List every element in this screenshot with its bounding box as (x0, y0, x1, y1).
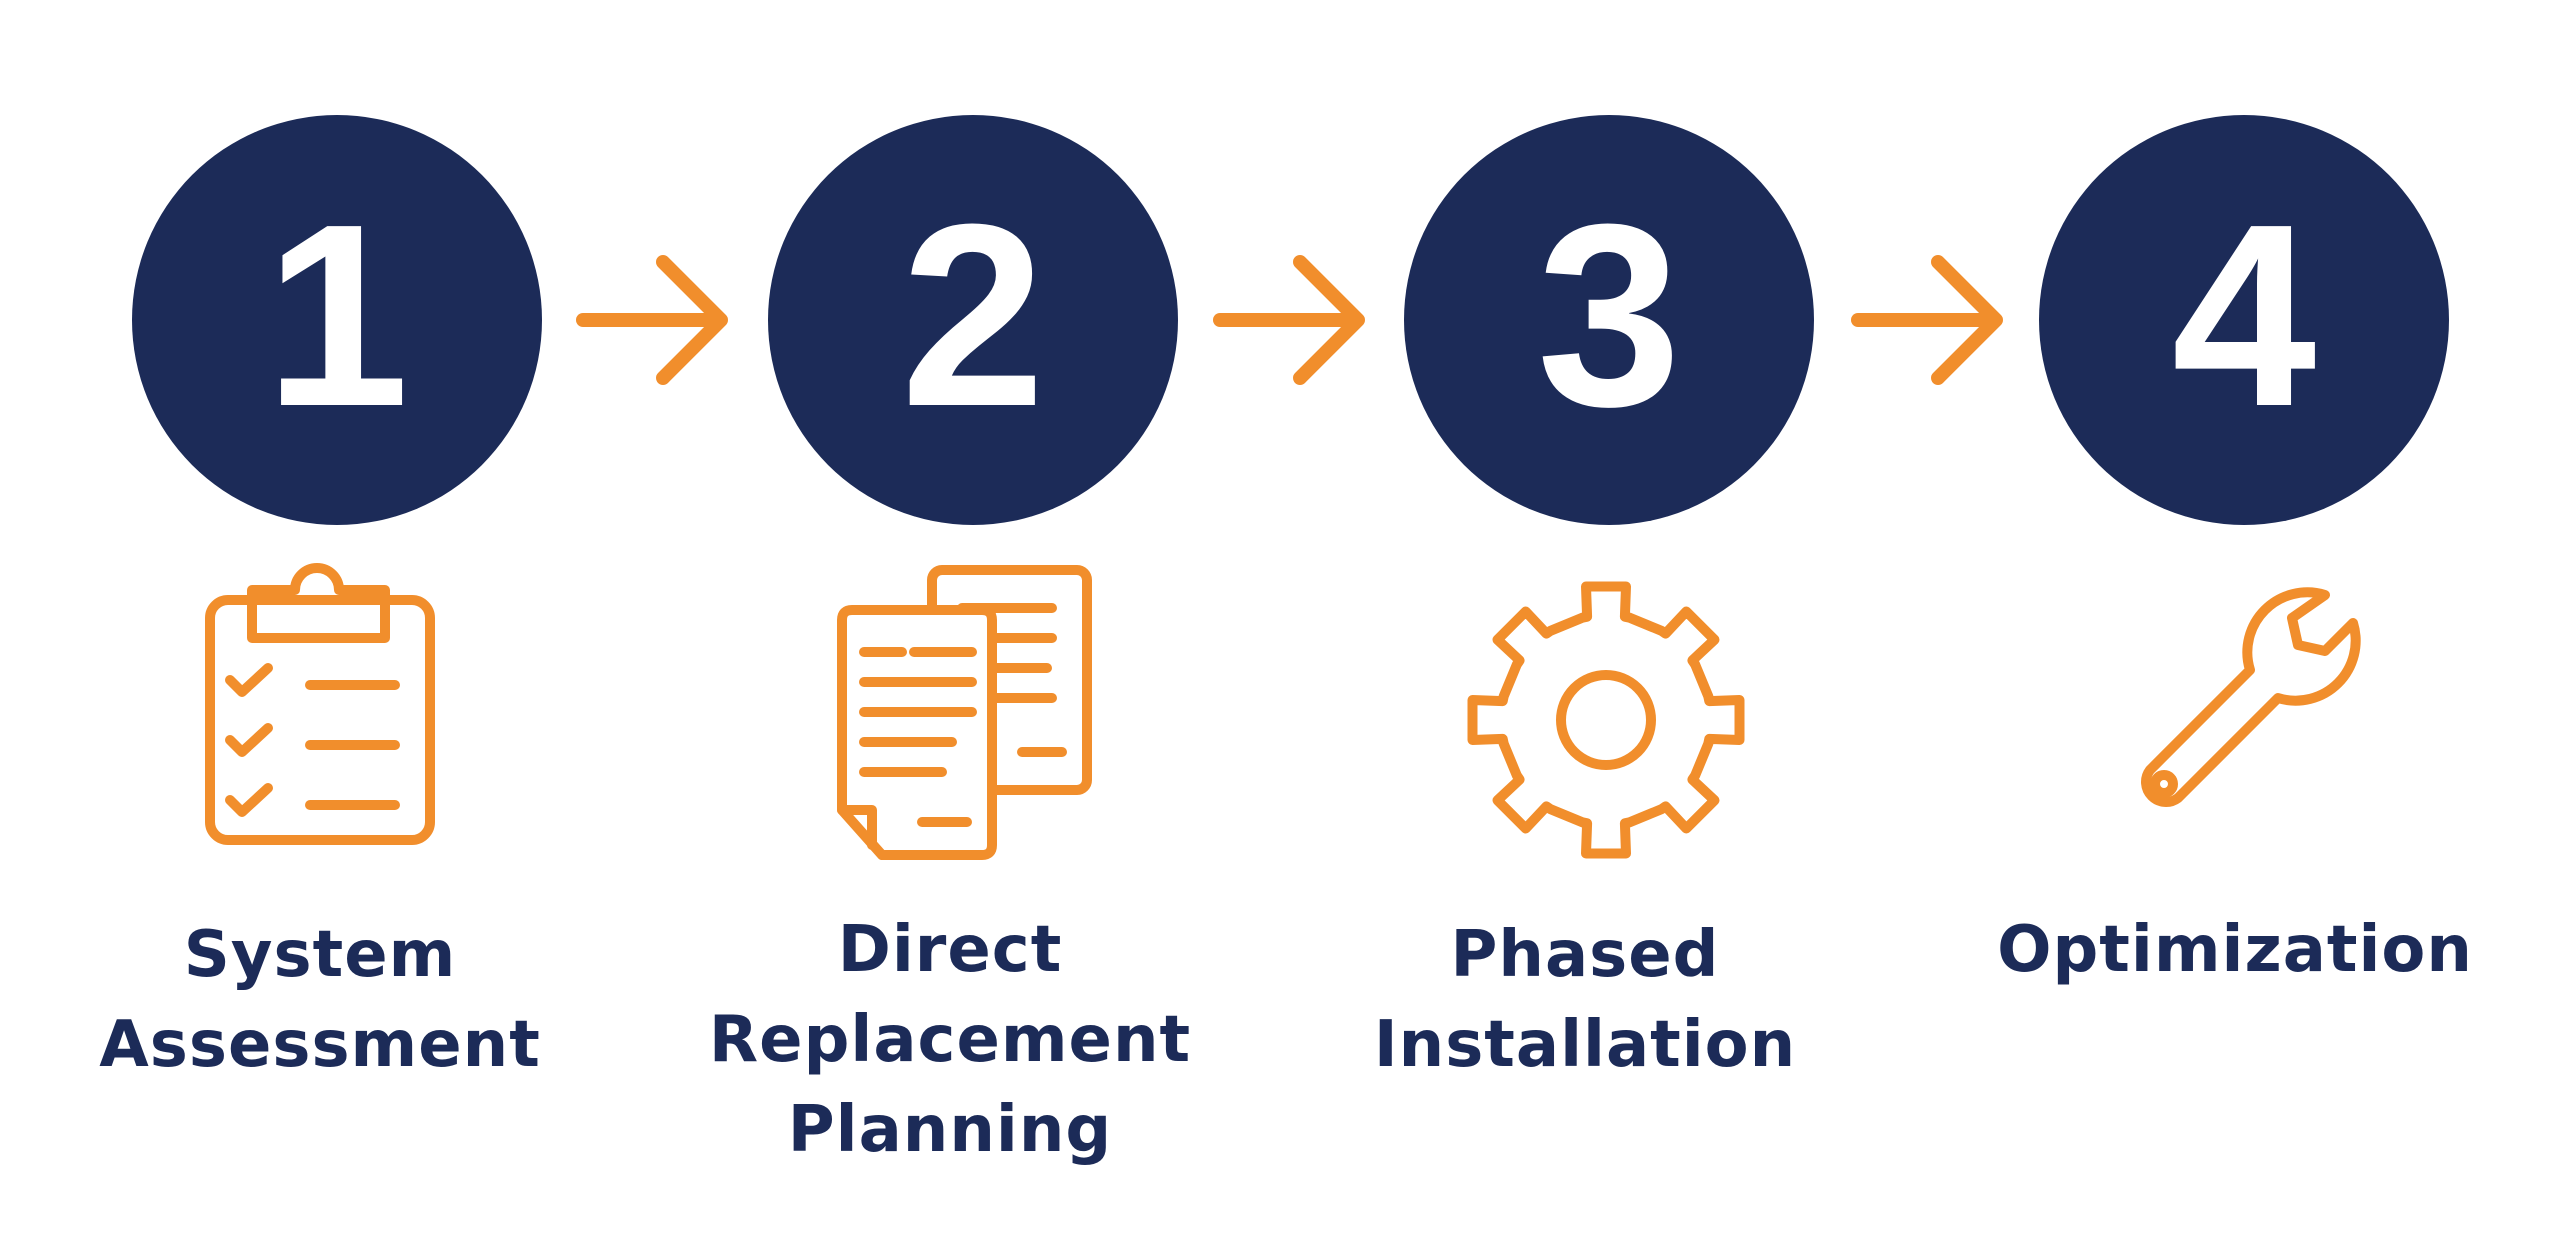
step-4: 4 Optimization (1920, 0, 2560, 1257)
step-label: Optimization (1925, 905, 2545, 995)
step-number: 2 (900, 171, 1046, 461)
clipboard-checklist-icon (190, 560, 490, 870)
gear-icon (1456, 560, 1756, 870)
step-label-line: Optimization (1997, 913, 2473, 987)
step-1: 1 System Assessment (0, 0, 640, 1257)
arrow-right-icon (575, 250, 735, 390)
documents-icon (822, 560, 1122, 870)
step-label-line: Phased (1450, 918, 1720, 992)
step-number-circle: 3 (1404, 115, 1814, 525)
step-label-line: Installation (1373, 1008, 1797, 1082)
step-number: 4 (2171, 171, 2317, 461)
step-3: 3 Phased Installation (1280, 0, 1920, 1257)
step-label-line: System (183, 918, 457, 992)
step-number-circle: 1 (132, 115, 542, 525)
step-label: Direct Replacement Planning (640, 905, 1260, 1175)
step-number-circle: 2 (768, 115, 1178, 525)
step-2: 2 Direct Replacement (640, 0, 1280, 1257)
arrow-right-icon (1850, 250, 2010, 390)
step-label-line: Assessment (99, 1008, 541, 1082)
step-label-line: Replacement (708, 1003, 1192, 1077)
wrench-icon (2120, 560, 2420, 870)
step-label-line: Direct (837, 913, 1063, 987)
step-number-circle: 4 (2039, 115, 2449, 525)
arrow-right-icon (1212, 250, 1372, 390)
step-number: 1 (264, 171, 410, 461)
step-label: System Assessment (10, 910, 630, 1090)
step-label-line: Planning (787, 1093, 1113, 1167)
step-label: Phased Installation (1275, 910, 1895, 1090)
step-number: 3 (1536, 171, 1682, 461)
